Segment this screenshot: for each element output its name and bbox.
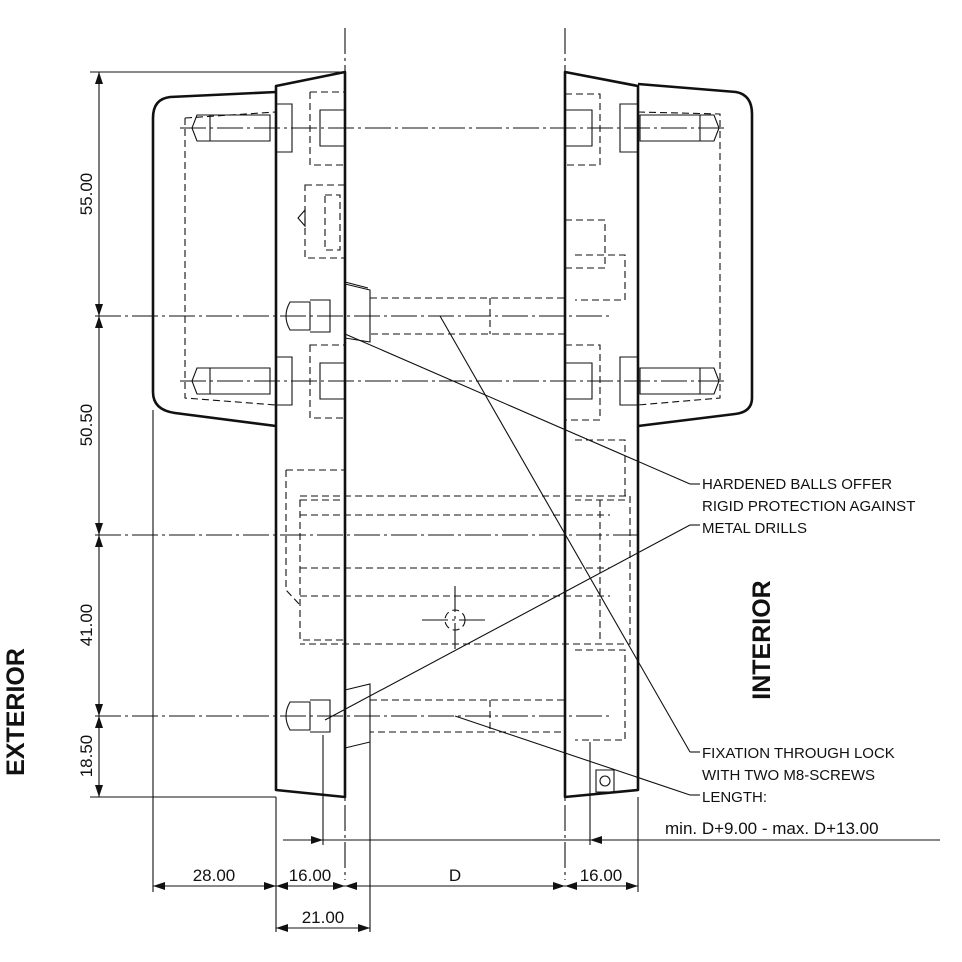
dim-28: 28.00: [193, 866, 236, 885]
leader-lines: [324, 315, 700, 796]
label-exterior: EXTERIOR: [2, 648, 30, 776]
note-balls-line-1: HARDENED BALLS OFFER: [702, 476, 892, 493]
exterior-handle: [151, 70, 371, 799]
note-fixation-line-2: WITH TWO M8-SCREWS: [702, 767, 875, 784]
note-balls-line-3: METAL DRILLS: [702, 520, 807, 537]
dim-d: D: [449, 866, 461, 885]
dim-41: 41.00: [77, 604, 96, 647]
dim-16-int: 16.00: [580, 866, 623, 885]
lock-body: [300, 495, 631, 645]
dim-18-50: 18.50: [77, 735, 96, 778]
dim-50-50: 50.50: [77, 404, 96, 447]
note-balls-line-2: RIGID PROTECTION AGAINST: [702, 498, 915, 515]
center-lines: [95, 28, 725, 880]
dim-21: 21.00: [302, 908, 345, 927]
dim-55: 55.00: [77, 173, 96, 216]
horizontal-dimensions: [152, 410, 940, 932]
dim-16-ext: 16.00: [289, 866, 332, 885]
note-fixation-line-3: LENGTH:: [702, 789, 767, 806]
label-interior: INTERIOR: [748, 580, 776, 699]
note-fixation-line-1: FIXATION THROUGH LOCK: [702, 745, 895, 762]
note-screw-length: min. D+9.00 - max. D+13.00: [665, 819, 879, 838]
interior-handle: [563, 70, 754, 799]
vertical-dimensions: [90, 71, 345, 798]
